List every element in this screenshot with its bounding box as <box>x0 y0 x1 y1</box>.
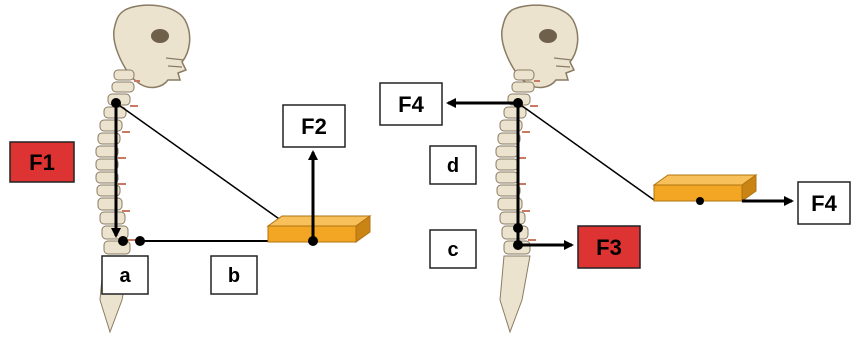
distance-d-label: d <box>447 155 459 177</box>
f2-label: F2 <box>301 114 327 139</box>
load-block-icon <box>654 175 756 201</box>
right-panel: F4 d c F3 F4 <box>380 5 850 332</box>
distance-c-label: c <box>447 239 458 261</box>
right-tension-line <box>518 103 654 200</box>
skull-icon <box>502 5 578 87</box>
distance-b-label: b <box>228 265 240 287</box>
f3-label: F3 <box>596 235 622 260</box>
f4-right-label: F4 <box>811 191 837 216</box>
left-top-joint <box>111 98 121 108</box>
f1-label: F1 <box>29 150 55 175</box>
left-pivot-dot <box>118 236 128 246</box>
left-panel: F1 F2 a b <box>10 5 370 332</box>
right-load-dot <box>696 197 704 205</box>
f4-top-label: F4 <box>398 92 424 117</box>
right-mid-dot <box>513 223 523 233</box>
load-block-icon <box>268 216 370 242</box>
distance-a-label: a <box>119 265 131 287</box>
